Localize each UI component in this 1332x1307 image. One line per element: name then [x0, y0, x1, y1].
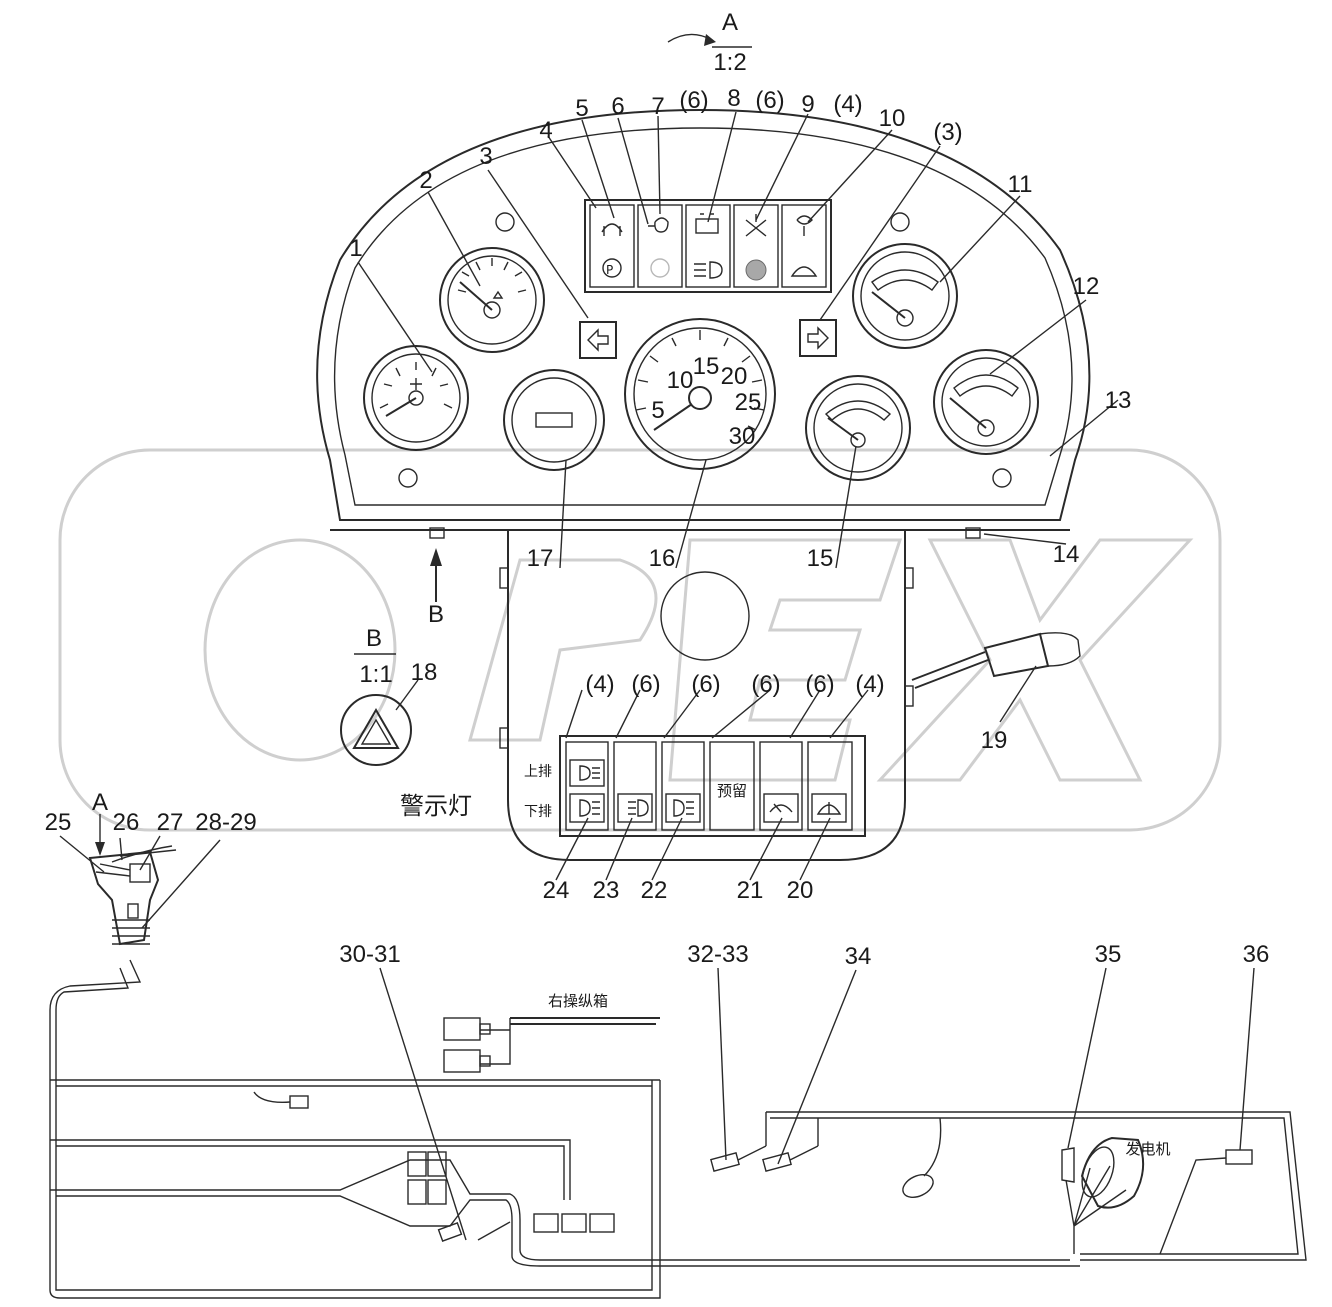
side-light-icon — [673, 799, 694, 817]
switch-qty-4: (6) — [805, 671, 834, 698]
callout-c16: 16 — [649, 545, 676, 572]
speedo-label-3: 20 — [721, 363, 748, 390]
lower-row-label: 下排 — [524, 804, 552, 820]
callout-c15: 15 — [807, 545, 834, 572]
speedo-label-0: 5 — [651, 397, 664, 424]
callout-c10: 10 — [879, 105, 906, 132]
lamp-indicator — [745, 259, 767, 281]
reserved-label: 预留 — [717, 782, 747, 800]
view-b-letter: B — [366, 625, 382, 652]
gauge-12 — [933, 349, 1039, 455]
arrow-a-label: A — [92, 789, 108, 816]
callout-c6: 6 — [611, 93, 624, 120]
oil-pressure-icon — [648, 217, 669, 233]
front-light-icon — [628, 799, 649, 817]
air-filter-icon — [601, 223, 623, 236]
qty-9a: (6) — [755, 87, 784, 114]
warning-lamp-label: 警示灯 — [400, 792, 472, 820]
switch-qty-0: (4) — [585, 671, 614, 698]
callout-c12: 12 — [1073, 273, 1100, 300]
callout-c11: 11 — [1008, 171, 1033, 198]
switch-qty-5: (4) — [855, 671, 884, 698]
watermark — [58, 448, 1222, 832]
callout-c20: 20 — [787, 877, 814, 904]
indicator-lamp-block: P — [584, 199, 832, 293]
callout-c8: 8 — [727, 85, 740, 112]
speedo-label-2: 15 — [693, 353, 720, 380]
rear-light-icon — [579, 799, 600, 817]
gauge-2 — [439, 247, 545, 353]
rear-wiper-icon — [769, 803, 793, 813]
callout-c35: 35 — [1095, 941, 1122, 968]
callout-c26: 26 — [113, 809, 140, 836]
speedo-label-1: 10 — [667, 367, 694, 394]
view-a-scale: 1:2 — [713, 49, 746, 76]
callout-c18: 18 — [411, 659, 438, 686]
parking-brake-icon — [602, 258, 622, 278]
right-console-label: 右操纵箱 — [548, 992, 608, 1010]
wiring-harness — [49, 959, 1307, 1299]
turn-signal-left — [579, 321, 617, 359]
gauge-11 — [852, 243, 958, 349]
callout-c19: 19 — [981, 727, 1008, 754]
qty-3: (3) — [933, 119, 962, 146]
leader-lines — [357, 111, 1119, 881]
view-a-letter: A — [722, 9, 738, 36]
callout-c17: 17 — [527, 545, 554, 572]
switch-qty-3: (6) — [751, 671, 780, 698]
callout-c24: 24 — [543, 877, 570, 904]
dashboard-panel — [316, 108, 1091, 539]
front-wiper-icon — [816, 802, 842, 815]
qty-8a: (6) — [679, 87, 708, 114]
turn-signal-right — [799, 319, 837, 357]
callout-c21: 21 — [737, 877, 764, 904]
callout-c2: 2 — [419, 167, 432, 194]
generator-label: 发电机 — [1125, 1140, 1170, 1158]
callout-c22: 22 — [641, 877, 668, 904]
work-light-icon — [579, 765, 600, 781]
callout-c23: 23 — [593, 877, 620, 904]
brake-warning-icon — [650, 258, 670, 278]
high-beam-icon — [694, 261, 723, 279]
callout-c4: 4 — [539, 117, 552, 144]
callout-c7: 7 — [651, 93, 664, 120]
callout-c13: 13 — [1105, 387, 1132, 414]
callout-c5: 5 — [575, 95, 588, 122]
callout-c34: 34 — [845, 943, 872, 970]
callout-c3: 3 — [479, 143, 492, 170]
qty-10a: (4) — [833, 91, 862, 118]
fuel-icon — [796, 215, 813, 236]
gauge-15 — [805, 375, 911, 481]
hydraulic-icon — [790, 266, 818, 277]
callout-c30_31: 30-31 — [339, 941, 400, 968]
callout-c32_33: 32-33 — [687, 941, 748, 968]
arrow-b-label: B — [428, 601, 444, 628]
tractor-cab-view — [59, 814, 221, 946]
callout-c14: 14 — [1053, 541, 1080, 568]
speedo-label-4: 25 — [735, 389, 762, 416]
switch-console — [499, 530, 1081, 861]
warning-lamp-button — [340, 694, 412, 766]
callout-c1: 1 — [349, 235, 362, 262]
callout-c28_29: 28-29 — [195, 809, 256, 836]
view-b-scale: 1:1 — [359, 661, 392, 688]
callout-c27: 27 — [157, 809, 184, 836]
svg-text:P: P — [606, 263, 613, 277]
upper-row-label: 上排 — [524, 764, 552, 780]
callout-c25: 25 — [45, 809, 72, 836]
battery-icon — [695, 218, 719, 234]
callout-c36: 36 — [1243, 941, 1270, 968]
switch-qty-1: (6) — [631, 671, 660, 698]
gauge-17-hourmeter — [503, 369, 605, 471]
gauge-16-speedometer — [624, 318, 776, 470]
gauge-1 — [363, 345, 469, 451]
callout-c9: 9 — [801, 91, 814, 118]
coolant-icon — [745, 214, 767, 237]
switch-qty-2: (6) — [691, 671, 720, 698]
harness-leaders — [379, 967, 1255, 1241]
speedo-label-5: 30 — [729, 423, 756, 450]
